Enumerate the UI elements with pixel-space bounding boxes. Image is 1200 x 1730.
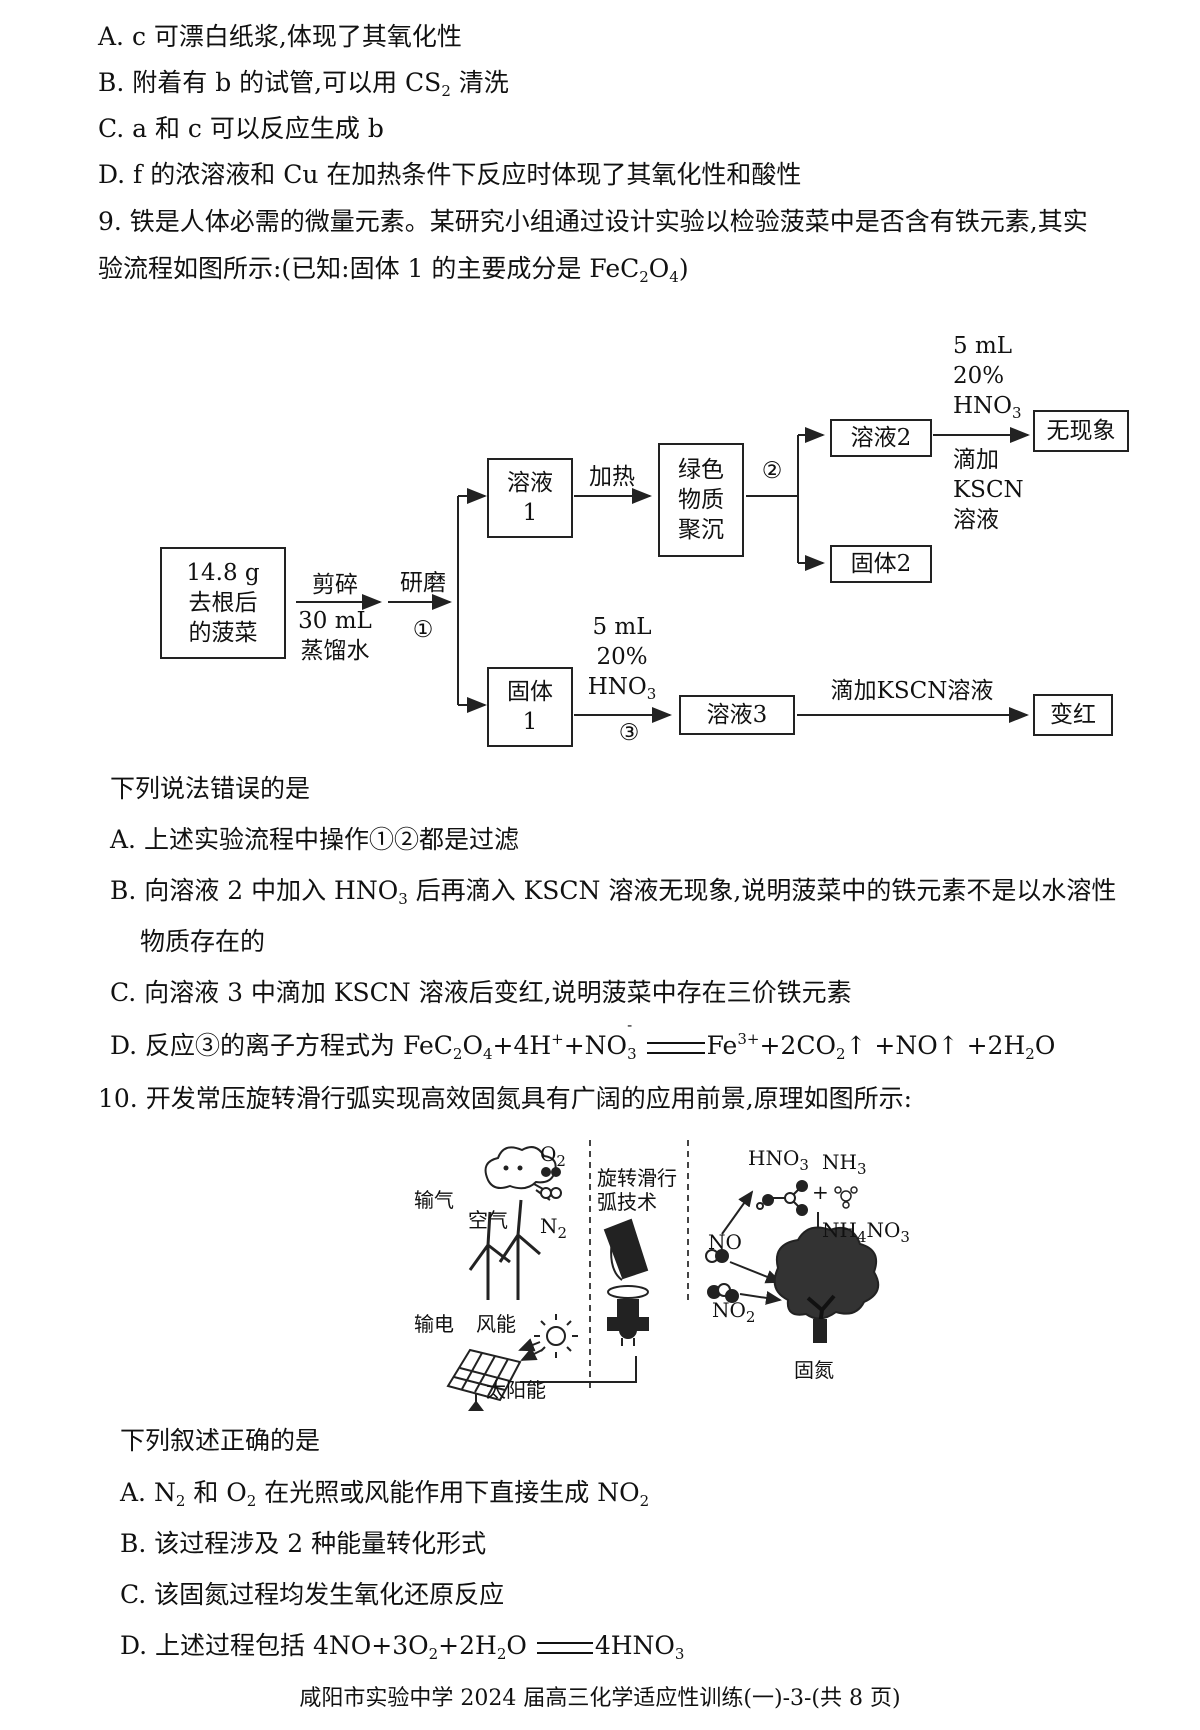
q9-stem-line1: 9. 铁是人体必需的微量元素。某研究小组通过设计实验以检验菠菜中是否含有铁元素,… (98, 207, 1088, 236)
nitrogen-fixation-label: 固氮 (794, 1358, 834, 1382)
solution2-label: 溶液2 (850, 425, 912, 451)
no-change-box: 无现象 (1033, 410, 1129, 452)
q9-option-c: C. 向溶液 3 中滴加 KSCN 溶液后变红,说明菠菜中存在三价铁元素 (110, 978, 852, 1007)
green-matter-l1: 绿色 (678, 457, 724, 483)
n2-molecule-icon (540, 1187, 562, 1199)
green-matter-box: 绿色 物质 聚沉 (658, 443, 744, 557)
flow-arrows (296, 427, 1030, 723)
q10-option-b: B. 该过程涉及 2 种能量转化形式 (120, 1529, 487, 1558)
hno3-conc-bottom: 20% (596, 644, 648, 670)
q9-option-a: A. 上述实验流程中操作①②都是过滤 (110, 825, 519, 854)
tech-label-line2: 弧技术 (597, 1190, 657, 1214)
solution2-box: 溶液2 (830, 419, 932, 457)
hno3-formula-bottom: HNO3 (587, 674, 657, 703)
solution3-label: 溶液3 (706, 702, 768, 728)
no-molecule-icon (705, 1249, 729, 1263)
hno3-conc-top: 20% (953, 363, 1005, 389)
turns-red-box: 变红 (1033, 694, 1113, 736)
q10-graphics (446, 1140, 880, 1411)
q9-prompt: 下列说法错误的是 (110, 774, 311, 803)
solution1-number: 1 (522, 500, 538, 526)
hno3-volume-bottom: 5 mL (592, 614, 652, 640)
equal-sign-q10 (536, 1641, 593, 1654)
green-matter-l2: 物质 (678, 487, 724, 513)
water-label: 蒸馏水 (300, 638, 370, 664)
solid1-label: 固体 (507, 679, 553, 705)
o2-label: O2 (540, 1142, 566, 1170)
q10-stem: 10. 开发常压旋转滑行弧实现高效固氮具有广阔的应用前景,原理如图所示: (98, 1084, 913, 1113)
tree-icon (773, 1226, 880, 1343)
wind-turbine-icon (468, 1199, 541, 1300)
spinach-mass: 14.8 g (186, 560, 260, 586)
solution1-label: 溶液 (507, 470, 553, 496)
no2-label: NO2 (712, 1298, 756, 1326)
solution1-box: 溶液 1 (487, 458, 573, 538)
q10-diagram: 输气 空气 O2 N2 旋转滑行 弧技术 HNO3 NH3 + NO NO2 N… (414, 1140, 910, 1411)
hno3-molecule-icon (756, 1180, 808, 1216)
solid2-label: 固体2 (850, 551, 912, 577)
add-kscn-label: 滴加KSCN溶液 (830, 678, 994, 704)
q9-option-b-line2: 物质存在的 (140, 927, 266, 956)
no-change-label: 无现象 (1046, 418, 1116, 444)
green-matter-l3: 聚沉 (678, 517, 724, 543)
nh3-label: NH3 (822, 1150, 867, 1178)
equal-sign (646, 1041, 705, 1054)
q8-option-a: A. c 可漂白纸浆,体现了其氧化性 (98, 22, 462, 51)
solar-label: 太阳能 (486, 1378, 546, 1402)
q8-option-b: B. 附着有 b 的试管,可以用 CS2 清洗 (98, 68, 509, 100)
q10-option-c: C. 该固氮过程均发生氧化还原反应 (120, 1580, 505, 1609)
water-volume-label: 30 mL (298, 608, 372, 634)
input-gas-label: 输气 (414, 1188, 454, 1212)
no2-molecule-icon (707, 1283, 739, 1303)
tech-label-line1: 旋转滑行 (597, 1166, 677, 1190)
q8-option-c: C. a 和 c 可以反应生成 b (98, 114, 384, 143)
step2-label: ② (761, 458, 783, 484)
nh3-molecule-icon (834, 1186, 858, 1209)
step1-label: ① (412, 617, 434, 643)
nh4no3-label: NH4NO3 (822, 1218, 910, 1246)
plus-label: + (812, 1180, 829, 1204)
q9-stem-line2: 验流程如图所示:(已知:固体 1 的主要成分是 FeC2O4) (98, 254, 689, 286)
cut-label: 剪碎 (312, 572, 358, 598)
solar-panel-icon (446, 1348, 522, 1411)
n2-label: N2 (540, 1214, 568, 1242)
q10-option-a: A. N2 和 O2 在光照或风能作用下直接生成 NO2 (120, 1478, 650, 1510)
solid1-number: 1 (522, 709, 538, 735)
q10-prompt: 下列叙述正确的是 (120, 1426, 321, 1455)
solid2-box: 固体2 (830, 545, 932, 583)
grind-label: 研磨 (400, 570, 446, 596)
spinach-desc2: 的菠菜 (188, 620, 258, 646)
wind-label: 风能 (476, 1312, 516, 1336)
hno3-label: HNO3 (748, 1146, 809, 1174)
kscn-label-top: KSCN (953, 477, 1024, 503)
o2-molecule-icon (541, 1167, 561, 1177)
q9-flow-diagram: 14.8 g 去根后 的菠菜 剪碎 30 mL 蒸馏水 研磨 ① 溶液 1 加热… (0, 0, 1200, 760)
solution-label-top: 溶液 (953, 507, 999, 533)
step3-label: ③ (618, 720, 640, 746)
air-label: 空气 (468, 1208, 508, 1232)
no-label: NO (708, 1230, 742, 1254)
hno3-volume-top: 5 mL (953, 333, 1013, 359)
spinach-box: 14.8 g 去根后 的菠菜 (160, 547, 286, 659)
turns-red-label: 变红 (1050, 702, 1096, 728)
solid1-box: 固体 1 (487, 667, 573, 747)
heat-label: 加热 (589, 464, 635, 490)
sun-icon (518, 1314, 578, 1361)
add-label-top: 滴加 (953, 447, 999, 473)
power-label: 输电 (414, 1312, 454, 1336)
q9-option-b-line1: B. 向溶液 2 中加入 HNO3 后再滴入 KSCN 溶液无现象,说明菠菜中的… (110, 876, 1117, 908)
spinach-desc1: 去根后 (188, 590, 258, 616)
q9-option-d: D. 反应③的离子方程式为 FeC2O4+4H++NO3- Fe3++2CO2↑… (110, 1016, 1056, 1063)
q8-option-d: D. f 的浓溶液和 Cu 在加热条件下反应时体现了其氧化性和酸性 (98, 160, 802, 189)
arc-device-icon (603, 1218, 649, 1346)
hno3-formula-top: HNO3 (953, 393, 1022, 422)
solution3-box: 溶液3 (679, 695, 795, 735)
q10-option-d: D. 上述过程包括 4NO+3O2+2H2O 4HNO3 (120, 1631, 685, 1663)
page-footer: 咸阳市实验中学 2024 届高三化学适应性训练(一)-3-(共 8 页) (299, 1686, 901, 1711)
